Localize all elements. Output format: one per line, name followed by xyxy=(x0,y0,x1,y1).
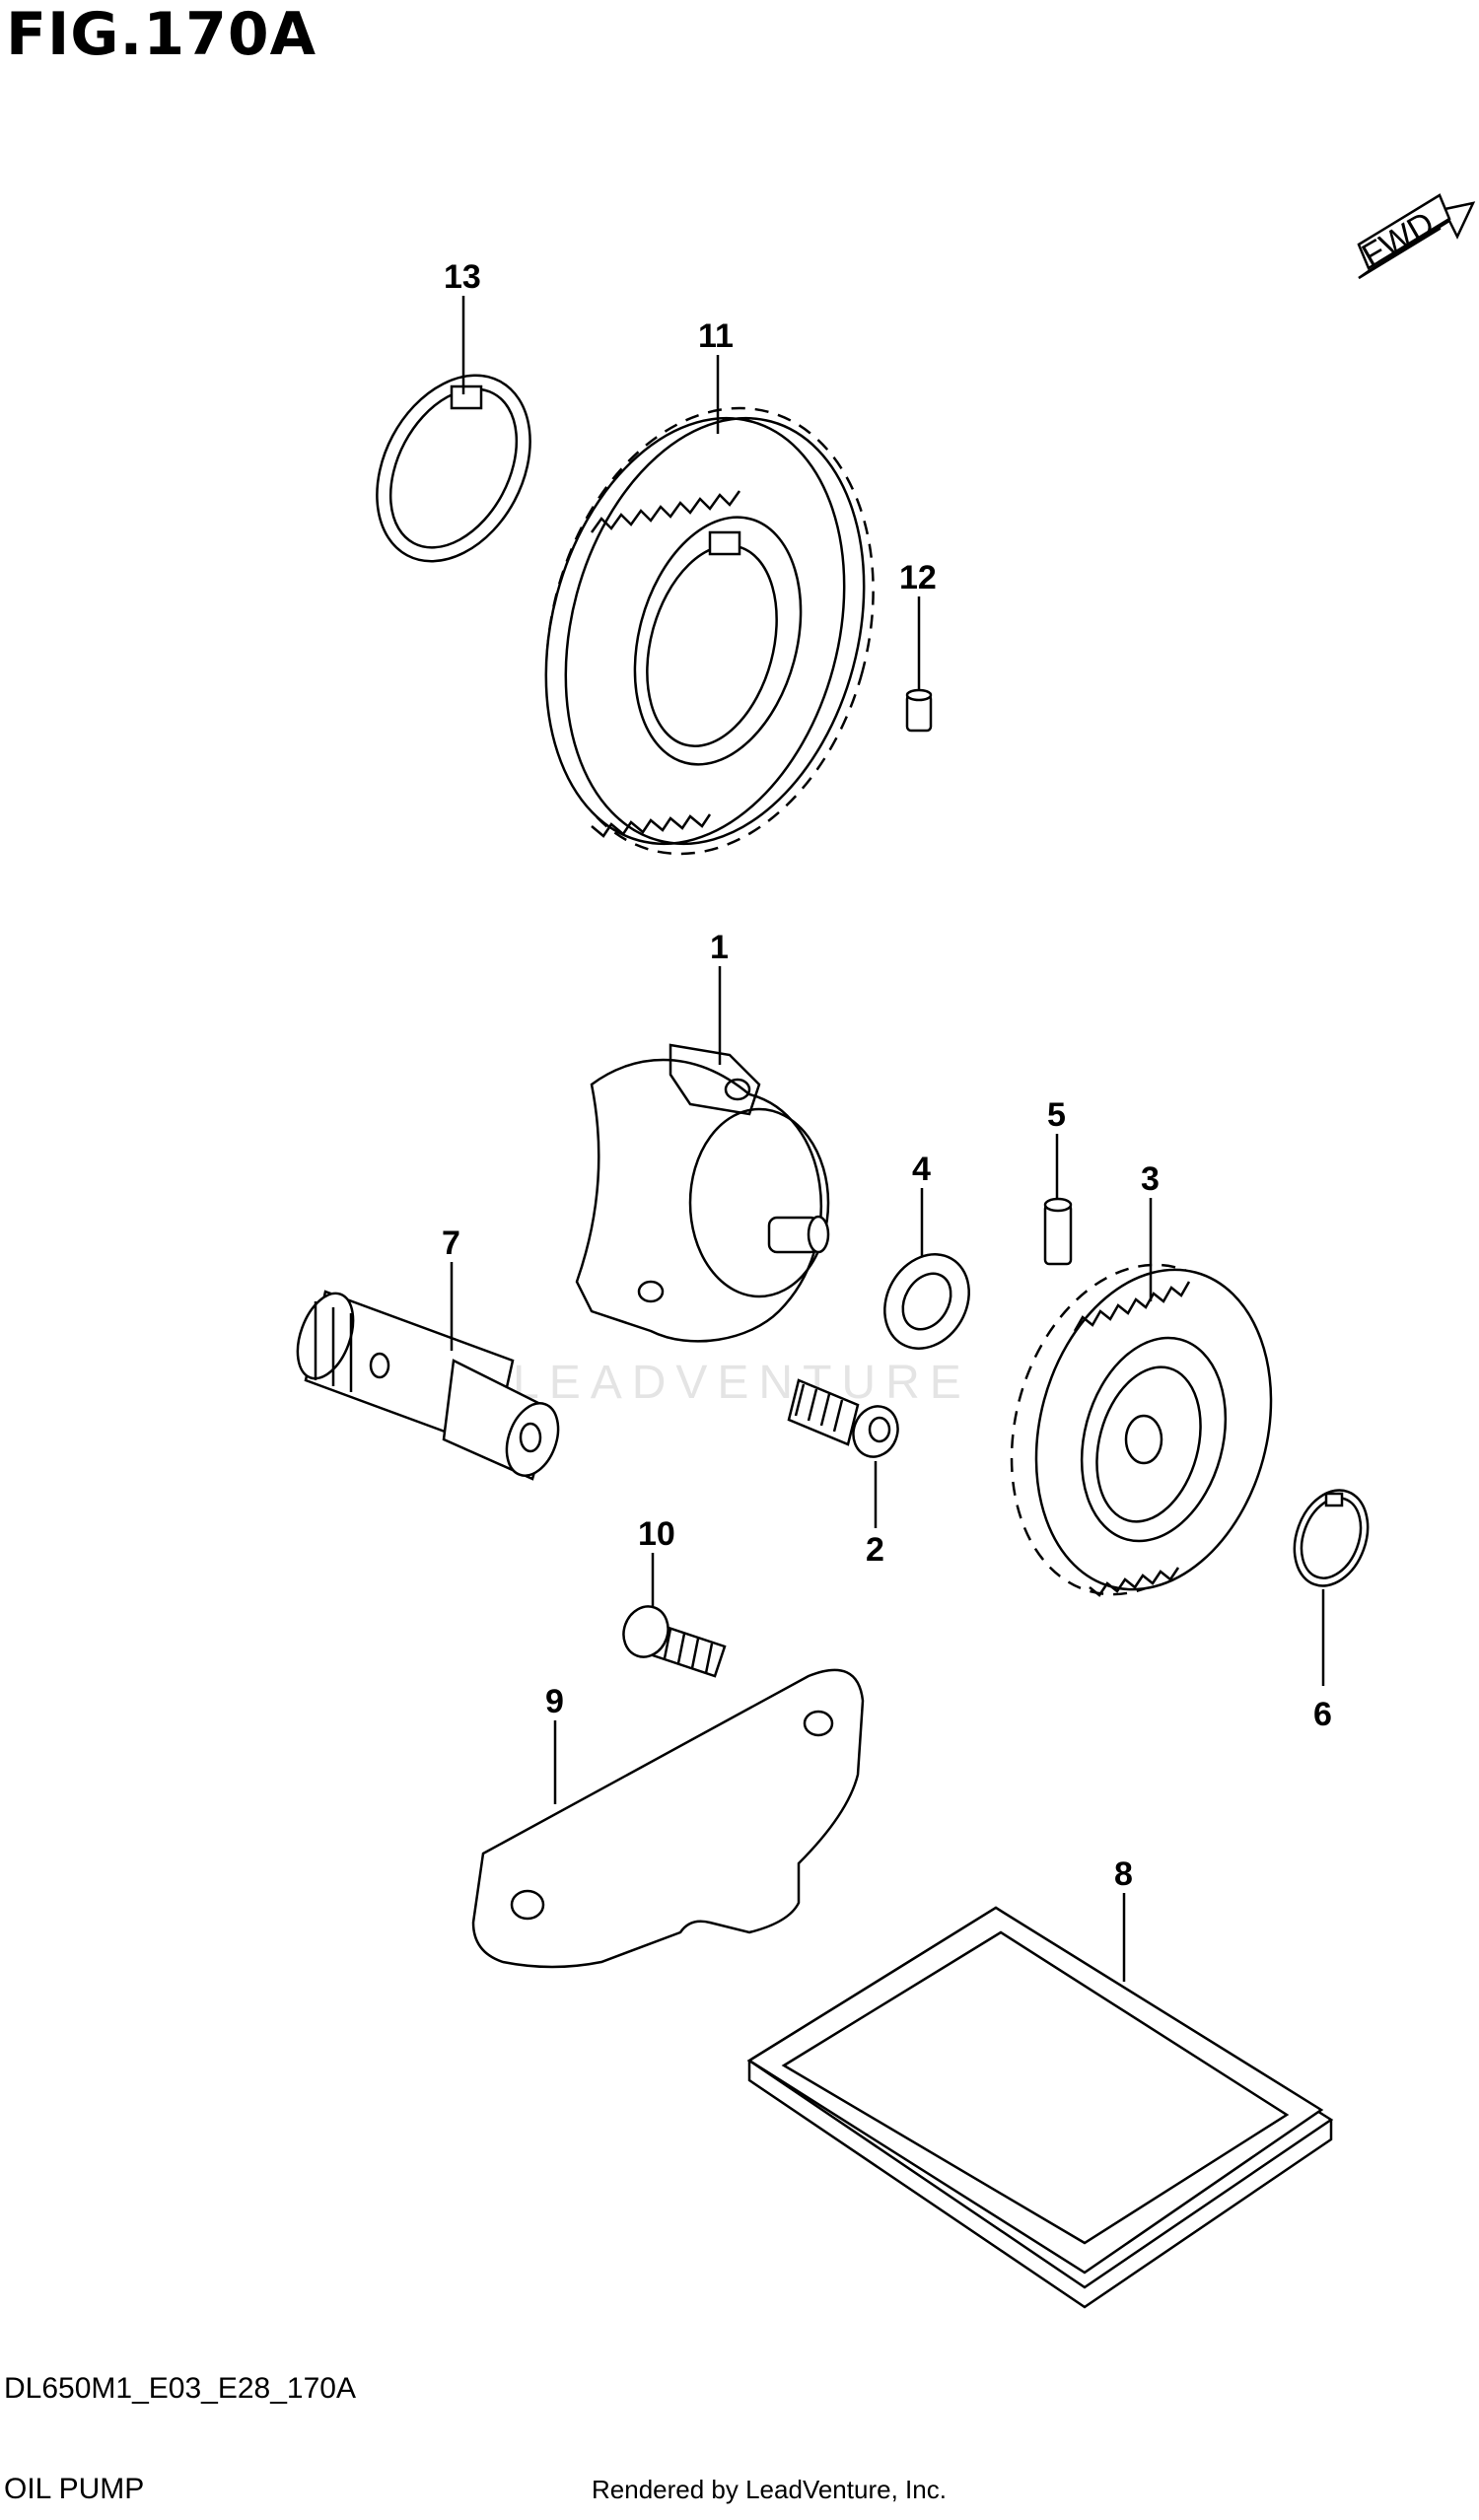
part-2-bolt xyxy=(787,1378,899,1458)
callout-2: 2 xyxy=(866,1531,884,1569)
part-13-circlip xyxy=(376,374,531,563)
figure-code: DL650M1_E03_E28_170A xyxy=(4,2372,356,2405)
forward-arrow-icon: FWD xyxy=(1356,193,1476,280)
callout-3: 3 xyxy=(1141,1160,1160,1198)
part-4-washer xyxy=(883,1253,970,1350)
callout-5: 5 xyxy=(1047,1096,1066,1134)
callout-9: 9 xyxy=(545,1683,564,1720)
part-7-pump-shaft xyxy=(296,1290,560,1481)
fwd-label: FWD xyxy=(1356,204,1441,275)
part-8-gasket xyxy=(746,1906,1334,2309)
callout-12: 12 xyxy=(899,559,937,596)
part-12-pin xyxy=(905,688,933,733)
part-11-oil-pump-drive-gear xyxy=(544,406,875,856)
part-5-pin xyxy=(1043,1197,1073,1266)
render-credit: Rendered by LeadVenture, Inc. xyxy=(592,2475,947,2504)
part-1-oil-pump-body xyxy=(575,1043,830,1343)
part-3-oil-pump-driven-gear xyxy=(1010,1263,1273,1597)
callout-13: 13 xyxy=(444,258,481,296)
part-6-circlip xyxy=(1293,1489,1370,1587)
callout-1: 1 xyxy=(710,929,729,966)
callout-10: 10 xyxy=(638,1515,675,1553)
figure-name: OIL PUMP xyxy=(4,2473,145,2505)
callout-11: 11 xyxy=(698,317,734,355)
callout-7: 7 xyxy=(442,1225,460,1262)
callout-4: 4 xyxy=(912,1151,931,1188)
part-9-plate xyxy=(471,1668,865,1969)
part-10-bolt xyxy=(622,1605,727,1678)
figure-title: FIG.170A xyxy=(6,0,317,69)
watermark-text: LEADVENTURE xyxy=(513,1357,971,1409)
callout-8: 8 xyxy=(1114,1855,1133,1893)
callout-6: 6 xyxy=(1313,1696,1332,1733)
